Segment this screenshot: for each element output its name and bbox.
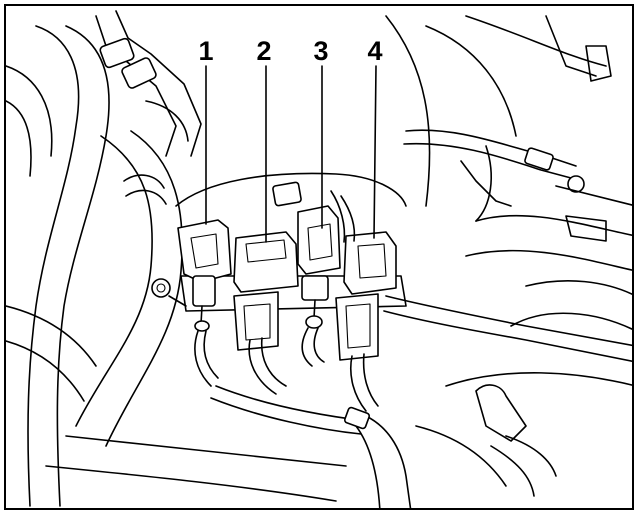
callout-4: 4 [367,36,382,66]
callout-1: 1 [198,36,213,66]
left-hose-assembly [6,25,183,507]
callout-labels: 1 2 3 4 [198,36,382,66]
leader-line-4 [373,65,377,239]
callout-3: 3 [313,36,328,66]
right-structure [385,15,632,387]
connector-4 [330,190,397,412]
top-left-fitting [95,10,202,205]
callout-2: 2 [256,36,271,66]
connector-2 [233,231,299,395]
diagram-frame: 1 2 3 4 [4,4,634,510]
wiring-harness [45,295,632,508]
connector-1 [177,219,232,387]
connector-3 [272,181,341,367]
leader-lines [205,65,377,243]
right-bolt-fitting [475,384,557,497]
connector-illustration: 1 2 3 4 [6,10,632,508]
